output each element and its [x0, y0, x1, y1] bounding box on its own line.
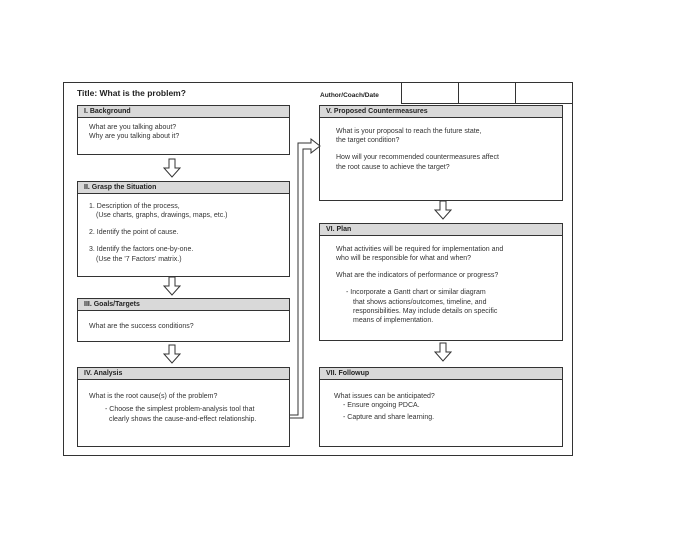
- section-followup: VII. Followup What issues can be anticip…: [319, 367, 563, 447]
- section-text: (Use the '7 Factors' matrix.): [96, 255, 182, 263]
- section-body: What are you talking about? Why are you …: [78, 118, 289, 142]
- section-heading: IV. Analysis: [78, 368, 289, 380]
- section-heading: II. Grasp the Situation: [78, 182, 289, 194]
- section-text: 1. Description of the process,: [89, 203, 180, 210]
- section-text: 2. Identify the point of cause.: [89, 229, 179, 237]
- section-plan: VI. Plan What activities will be require…: [319, 223, 563, 341]
- section-heading: I. Background: [78, 106, 289, 118]
- a3-report-frame: [63, 82, 573, 456]
- section-proposed-countermeasures: V. Proposed Countermeasures What is your…: [319, 105, 563, 201]
- report-title: Title: What is the problem?: [77, 88, 186, 98]
- section-text: - Capture and share learning.: [343, 413, 435, 421]
- section-body: What is the root cause(s) of the problem…: [78, 380, 289, 424]
- section-body: What issues can be anticipated? - Ensure…: [320, 380, 562, 422]
- section-analysis: IV. Analysis What is the root cause(s) o…: [77, 367, 290, 447]
- section-text: that shows actions/outcomes, timeline, a…: [353, 298, 487, 306]
- author-coach-date-label: Author/Coach/Date: [320, 92, 379, 99]
- section-goals-targets: III. Goals/Targets What are the success …: [77, 298, 290, 342]
- section-heading: VI. Plan: [320, 224, 562, 236]
- section-text: means of implementation.: [353, 317, 434, 325]
- section-text: the target condition?: [336, 137, 400, 145]
- section-background: I. Background What are you talking about…: [77, 105, 290, 155]
- section-body: 1. Description of the process, (Use char…: [78, 194, 289, 264]
- section-text: the root cause to achieve the target?: [336, 163, 450, 171]
- section-body: What is your proposal to reach the futur…: [320, 118, 562, 172]
- date-field[interactable]: [516, 83, 572, 103]
- author-field[interactable]: [402, 83, 459, 103]
- section-text: Why are you talking about it?: [89, 133, 180, 141]
- section-grasp-situation: II. Grasp the Situation 1. Description o…: [77, 181, 290, 277]
- section-heading: III. Goals/Targets: [78, 299, 289, 311]
- section-text: - Ensure ongoing PDCA.: [343, 402, 420, 410]
- section-text: responsibilities. May include details on…: [353, 308, 498, 316]
- coach-field[interactable]: [459, 83, 516, 103]
- section-text: What activities will be required for imp…: [336, 246, 504, 253]
- author-coach-date-fields: [401, 83, 572, 104]
- section-heading: V. Proposed Countermeasures: [320, 106, 562, 118]
- section-text: 3. Identify the factors one-by-one.: [89, 246, 194, 254]
- section-body: What activities will be required for imp…: [320, 236, 562, 326]
- section-text: What are the indicators of performance o…: [336, 272, 499, 280]
- section-text: who will be responsible for what and whe…: [336, 255, 472, 263]
- section-body: What are the success conditions?: [78, 311, 289, 331]
- section-text: clearly shows the cause-and-effect relat…: [109, 415, 257, 423]
- section-text: - Choose the simplest problem-analysis t…: [105, 406, 255, 414]
- section-text: What are the success conditions?: [89, 323, 194, 330]
- section-text: What is your proposal to reach the futur…: [336, 128, 482, 135]
- section-text: What issues can be anticipated?: [334, 393, 435, 400]
- section-text: - Incorporate a Gantt chart or similar d…: [346, 289, 486, 297]
- section-text: What is the root cause(s) of the problem…: [89, 393, 218, 400]
- section-text: How will your recommended countermeasure…: [336, 154, 499, 162]
- section-text: What are you talking about?: [89, 124, 177, 131]
- section-heading: VII. Followup: [320, 368, 562, 380]
- section-text: (Use charts, graphs, drawings, maps, etc…: [96, 212, 228, 220]
